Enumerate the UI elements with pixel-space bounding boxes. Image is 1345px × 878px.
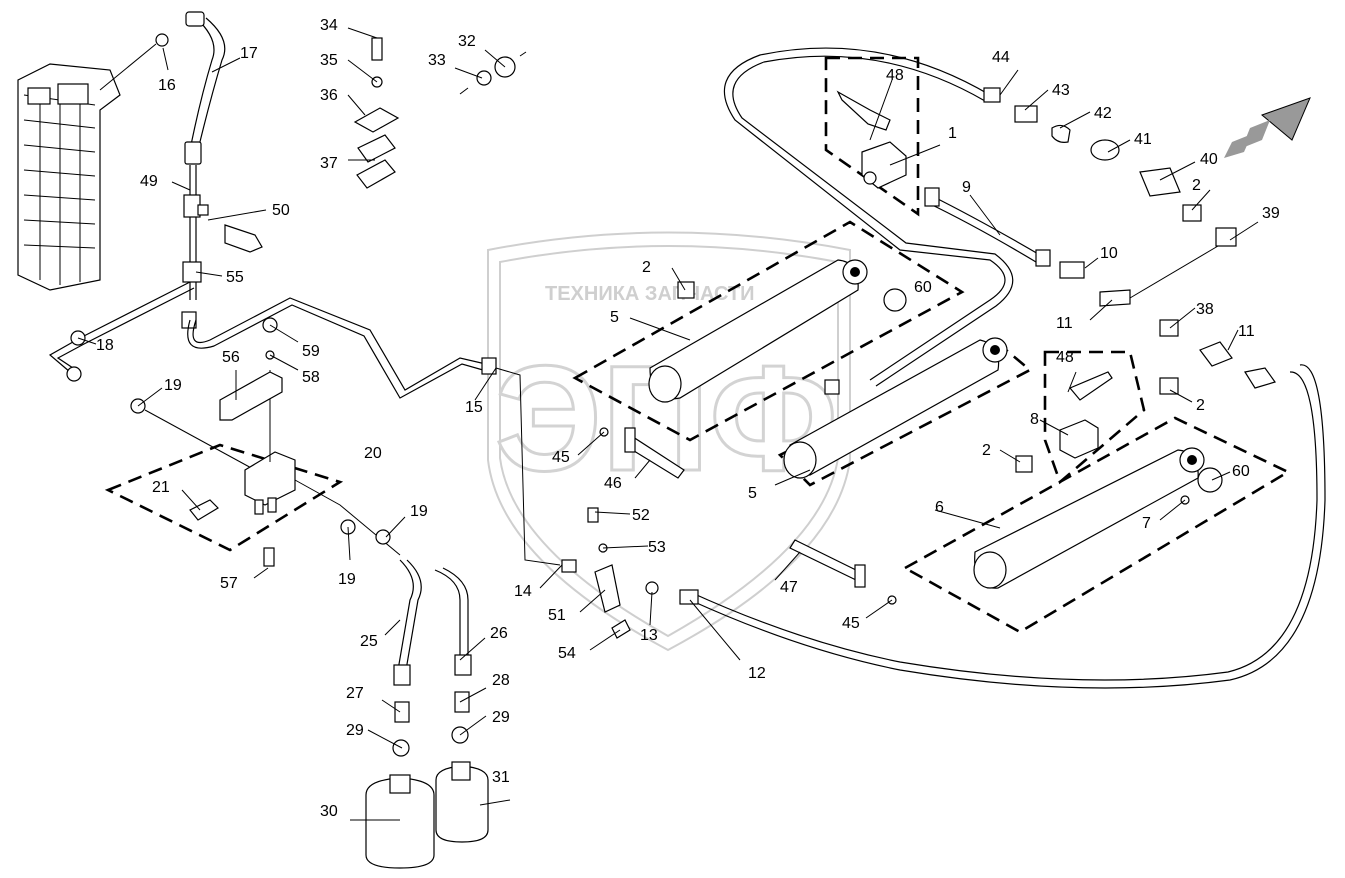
cylinder-6 xyxy=(973,447,1205,589)
callout-53: 53 xyxy=(648,539,666,556)
cylinder-5-upper xyxy=(648,259,868,403)
callout-6: 6 xyxy=(935,499,944,516)
callout-13: 13 xyxy=(640,627,658,644)
control-valve-block xyxy=(17,63,121,291)
accumulator-30 xyxy=(365,774,435,869)
callout-19: 19 xyxy=(410,503,428,520)
callout-18: 18 xyxy=(96,337,114,354)
callout-51: 51 xyxy=(548,607,566,624)
callout-31: 31 xyxy=(492,769,510,786)
callout-11: 11 xyxy=(1238,323,1255,340)
callout-28: 28 xyxy=(492,672,510,689)
callout-8: 8 xyxy=(1030,411,1039,428)
callout-56: 56 xyxy=(222,349,240,366)
callout-2: 2 xyxy=(1192,177,1201,194)
callout-2: 2 xyxy=(642,259,651,276)
callout-30: 30 xyxy=(320,803,338,820)
callout-60: 60 xyxy=(914,279,932,296)
callout-38: 38 xyxy=(1196,301,1214,318)
callout-12: 12 xyxy=(748,665,766,682)
watermark-text: ТЕХНИКА ЗАПЧАСТИ xyxy=(545,283,755,305)
callout-50: 50 xyxy=(272,202,290,219)
callout-46: 46 xyxy=(604,475,622,492)
callout-40: 40 xyxy=(1200,151,1218,168)
callout-14: 14 xyxy=(514,583,532,600)
callout-59: 59 xyxy=(302,343,320,360)
callout-48: 48 xyxy=(886,67,904,84)
callout-45: 45 xyxy=(842,615,860,632)
callout-20: 20 xyxy=(364,445,382,462)
callout-10: 10 xyxy=(1100,245,1118,262)
callout-58: 58 xyxy=(302,369,320,386)
callout-47: 47 xyxy=(780,579,798,596)
callout-27: 27 xyxy=(346,685,364,702)
callout-5: 5 xyxy=(748,485,757,502)
callout-1: 1 xyxy=(948,125,957,142)
cylinder-5-lower xyxy=(783,337,1008,479)
callout-19: 19 xyxy=(164,377,182,394)
callout-34: 34 xyxy=(320,17,338,34)
callout-39: 39 xyxy=(1262,205,1280,222)
callout-45: 45 xyxy=(552,449,570,466)
callout-21: 21 xyxy=(152,479,170,496)
callout-labels: 1 2 2 2 2 5 5 6 7 8 9 10 11 11 12 13 14 … xyxy=(96,17,1280,820)
callout-36: 36 xyxy=(320,87,338,104)
callout-52: 52 xyxy=(632,507,650,524)
callout-9: 9 xyxy=(962,179,971,196)
callout-26: 26 xyxy=(490,625,508,642)
accumulator-31 xyxy=(435,761,489,843)
callout-49: 49 xyxy=(140,173,158,190)
callout-37: 37 xyxy=(320,155,338,172)
callout-35: 35 xyxy=(320,52,338,69)
callout-42: 42 xyxy=(1094,105,1112,122)
callout-44: 44 xyxy=(992,49,1010,66)
callout-17: 17 xyxy=(240,45,258,62)
callout-57: 57 xyxy=(220,575,238,592)
callout-33: 33 xyxy=(428,52,446,69)
callout-29: 29 xyxy=(492,709,510,726)
callout-48: 48 xyxy=(1056,349,1074,366)
callout-41: 41 xyxy=(1134,131,1152,148)
callout-54: 54 xyxy=(558,645,576,662)
callout-15: 15 xyxy=(465,399,483,416)
callout-19: 19 xyxy=(338,571,356,588)
callout-5: 5 xyxy=(610,309,619,326)
callout-11: 11 xyxy=(1056,315,1073,332)
callout-32: 32 xyxy=(458,33,476,50)
callout-29: 29 xyxy=(346,722,364,739)
callout-55: 55 xyxy=(226,269,244,286)
callout-16: 16 xyxy=(158,77,176,94)
callout-25: 25 xyxy=(360,633,378,650)
callout-43: 43 xyxy=(1052,82,1070,99)
callout-60: 60 xyxy=(1232,463,1250,480)
callout-2: 2 xyxy=(982,442,991,459)
callout-2: 2 xyxy=(1196,397,1205,414)
callout-7: 7 xyxy=(1142,515,1151,532)
